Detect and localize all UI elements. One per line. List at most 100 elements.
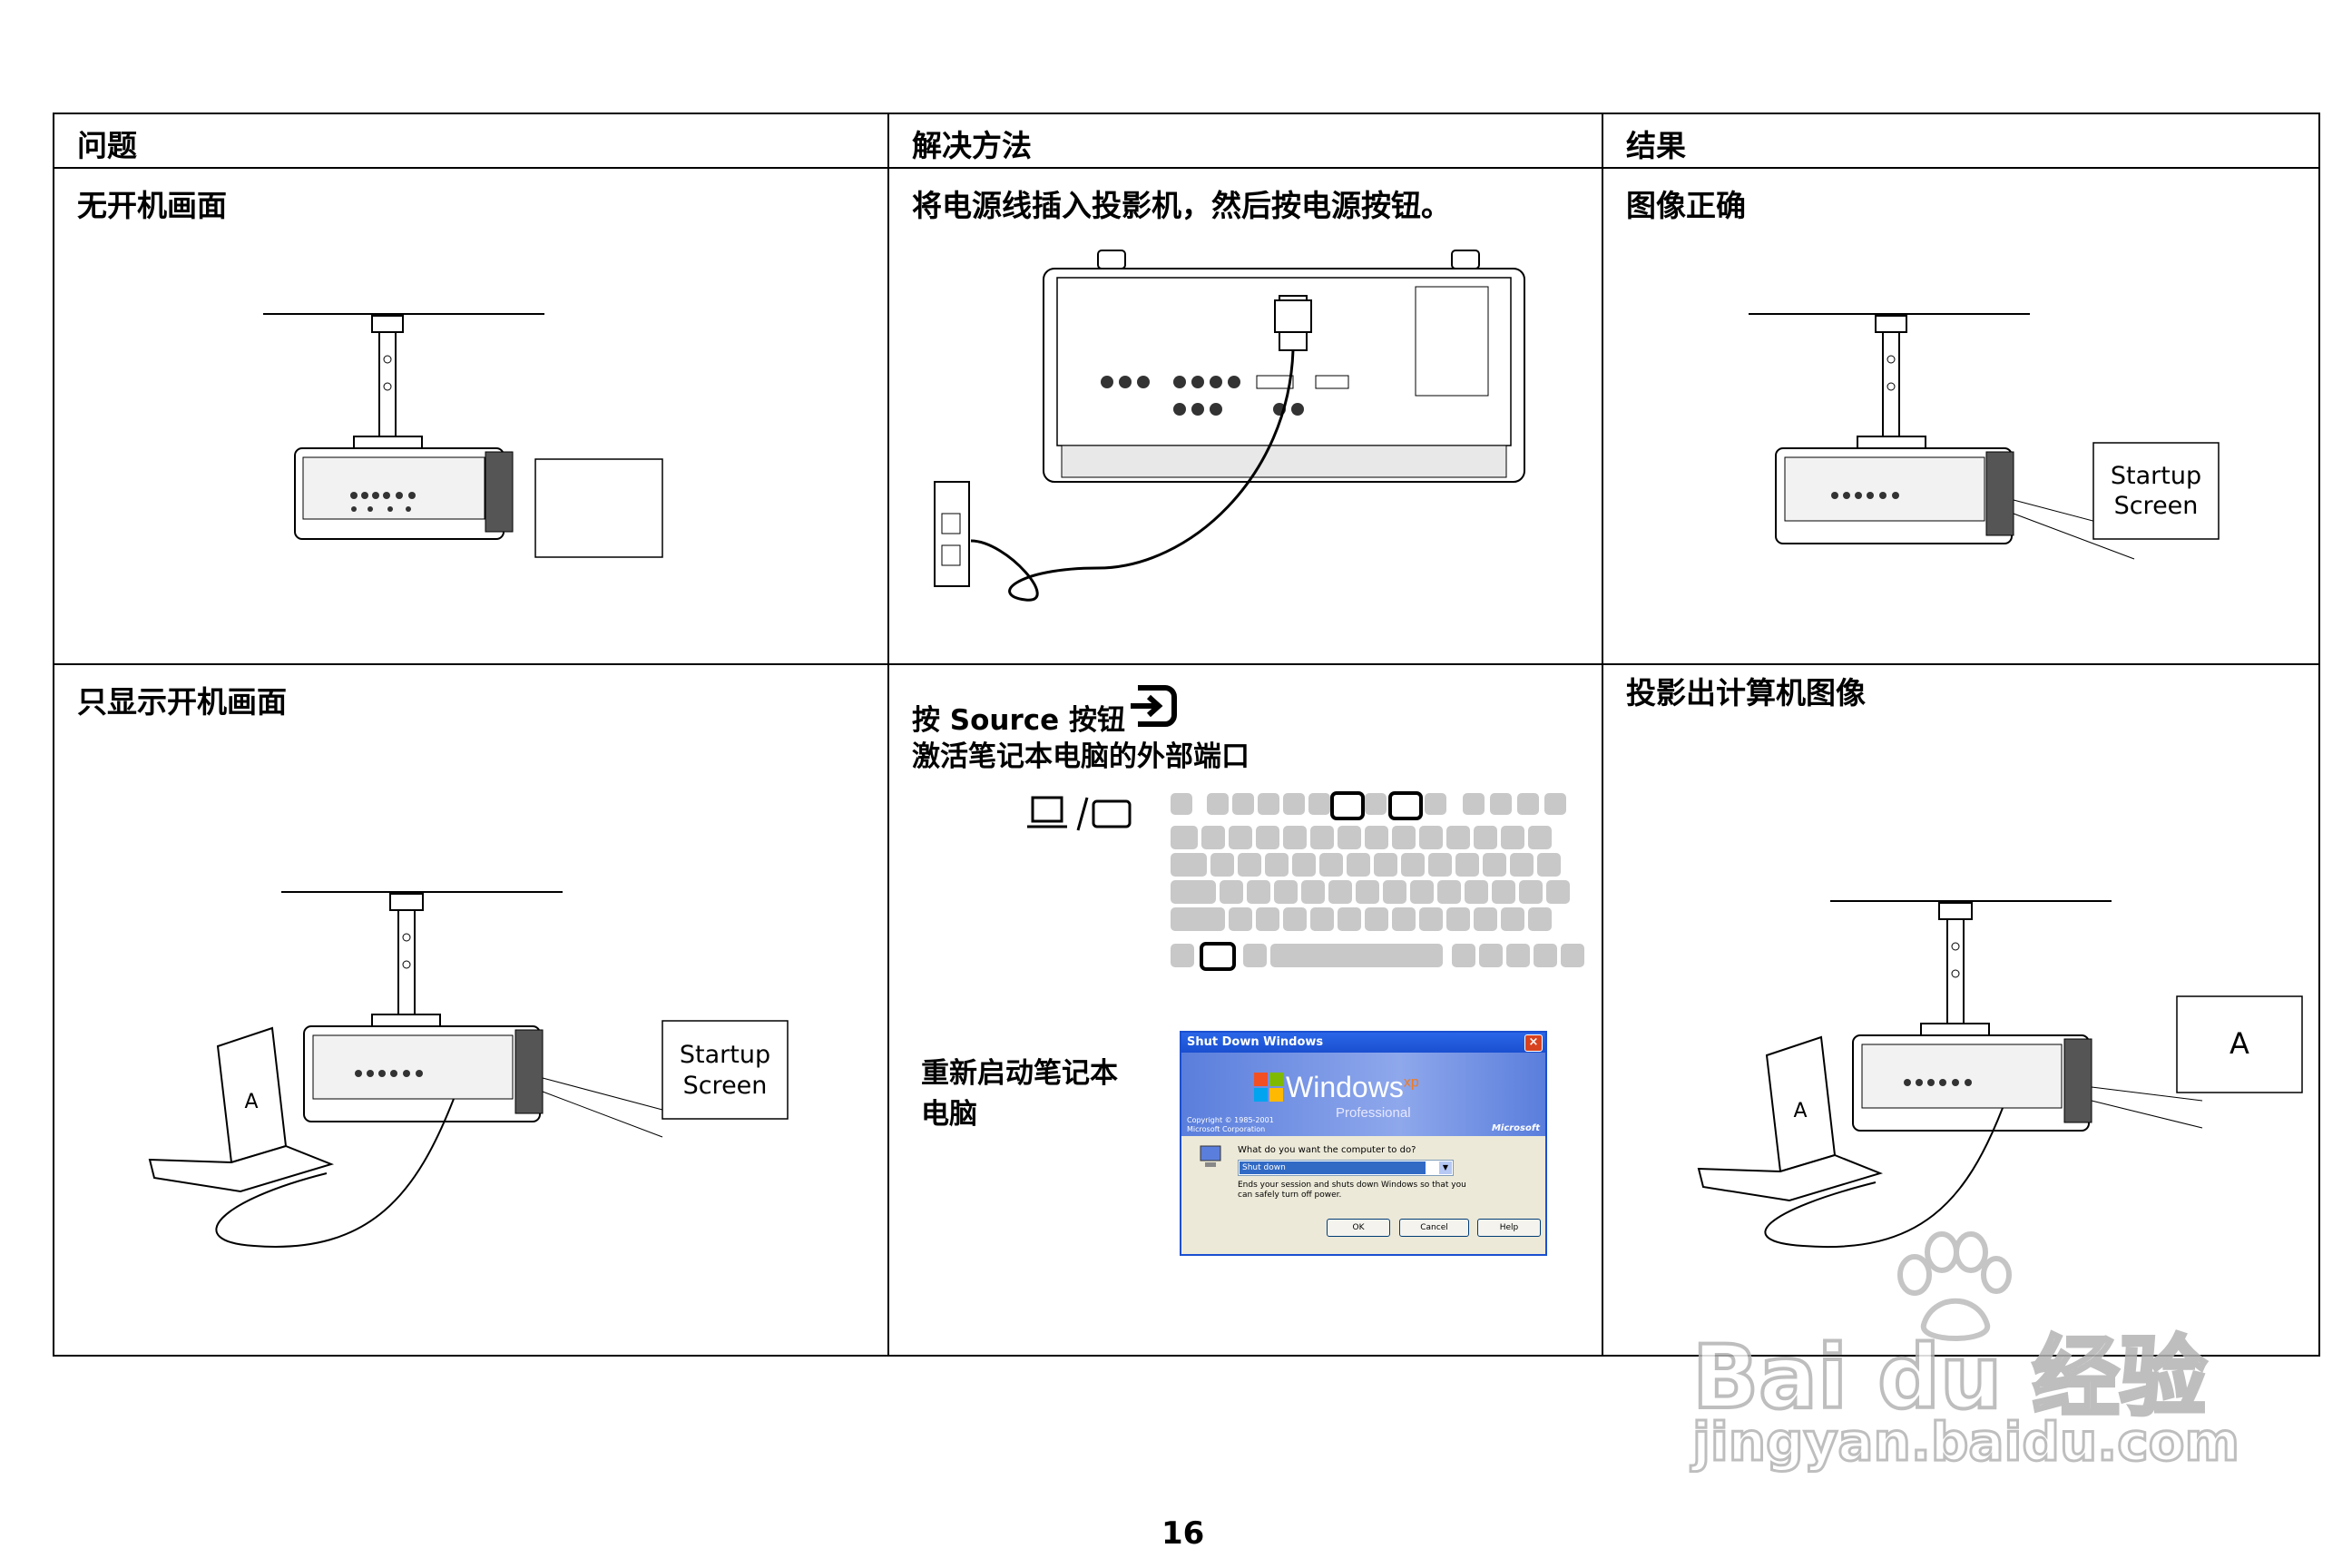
page-number: 16 <box>1161 1515 1205 1552</box>
row1-result-cell: 图像正确 Startup Screen <box>1602 167 2320 665</box>
keyboard-key <box>1171 944 1194 967</box>
row1-problem-text: 无开机画面 <box>77 188 227 223</box>
laptop-monitor-icon <box>1027 796 1132 831</box>
ceiling-projector-blank-illustration <box>263 313 663 558</box>
baidu-watermark: Bai du 经验 jingyan.baidu.com <box>1683 1230 2240 1484</box>
selected-option: Shut down <box>1240 1161 1426 1174</box>
keyboard-key <box>1561 944 1584 967</box>
keyboard-key <box>1528 826 1552 849</box>
keyboard-key <box>1534 944 1557 967</box>
keyboard-key <box>1310 826 1334 849</box>
xp-superscript: xp <box>1403 1074 1419 1091</box>
result-laptop-letter: A <box>1793 1100 1807 1122</box>
keyboard-key <box>1392 907 1416 931</box>
keyboard-key <box>1238 853 1261 877</box>
keyboard-key <box>1428 853 1452 877</box>
dialog-title-bar: Shut Down Windows × <box>1181 1033 1545 1053</box>
keyboard-key <box>1483 853 1506 877</box>
laptop-screen-letter: A <box>244 1091 258 1113</box>
help-button[interactable]: Help <box>1477 1219 1541 1237</box>
keyboard-key <box>1328 880 1352 904</box>
keyboard-key <box>1283 793 1305 815</box>
cancel-button[interactable]: Cancel <box>1399 1219 1469 1237</box>
keyboard-key <box>1171 907 1225 931</box>
keyboard-key <box>1229 826 1252 849</box>
startup-screen-line2: Screen <box>2114 492 2199 520</box>
row1-problem-cell: 无开机画面 <box>53 167 889 665</box>
dialog-description: Ends your session and shuts down Windows… <box>1238 1181 1466 1200</box>
row1-result-text: 图像正确 <box>1626 188 1746 223</box>
keyboard-key <box>1419 826 1443 849</box>
microsoft-brand: Microsoft <box>1491 1123 1540 1133</box>
keyboard-key <box>1437 880 1461 904</box>
source-icon <box>1131 685 1177 727</box>
dialog-title: Shut Down Windows <box>1187 1035 1324 1049</box>
activate-port-instruction: 激活笔记本电脑的外部端口 <box>912 740 1250 773</box>
restart-line2: 电脑 <box>921 1098 977 1131</box>
keyboard-key <box>1510 853 1534 877</box>
keyboard-key <box>1270 944 1443 967</box>
keyboard-key <box>1365 793 1387 815</box>
ok-button[interactable]: OK <box>1327 1219 1390 1237</box>
startup-screen-line1: Startup <box>2111 462 2201 490</box>
keyboard-key <box>1455 853 1479 877</box>
header-problem: 问题 <box>77 128 137 163</box>
keyboard-key <box>1544 793 1566 815</box>
laptop-projector-startup-illustration: Startup Screen A <box>148 891 789 1248</box>
keyboard-key <box>1490 793 1512 815</box>
keyboard-key <box>1479 944 1503 967</box>
keyboard-key <box>1247 880 1270 904</box>
keyboard-key <box>1517 793 1539 815</box>
dialog-question: What do you want the computer to do? <box>1238 1145 1416 1155</box>
row2-problem-cell: 只显示开机画面 Startup Screen A <box>53 663 889 1357</box>
keyboard-key <box>1301 880 1325 904</box>
keyboard-key <box>1256 907 1279 931</box>
power-cord-projector-illustration <box>934 250 1525 602</box>
keyboard-key <box>1452 944 1475 967</box>
keyboard-key <box>1501 907 1524 931</box>
keyboard-key <box>1374 853 1397 877</box>
keyboard-key <box>1537 853 1561 877</box>
keyboard-key <box>1347 853 1370 877</box>
laptop-projector-image-illustration: A A <box>1697 900 2303 1249</box>
row2-solution-cell: 按 Source 按钮 激活笔记本电脑的外部端口 重新启动笔记本 <box>887 663 1603 1357</box>
keyboard-key <box>1492 880 1515 904</box>
header-problem-cell: 问题 <box>53 113 889 169</box>
keyboard-key <box>1171 826 1198 849</box>
keyboard-key <box>1210 853 1234 877</box>
keyboard-key <box>1171 880 1216 904</box>
windows-logo-text: Windows <box>1286 1071 1404 1103</box>
fn-monitor-key-icon <box>1330 791 1365 820</box>
keyboard-key <box>1283 826 1307 849</box>
close-icon[interactable]: × <box>1524 1034 1543 1052</box>
keyboard-key <box>1232 793 1254 815</box>
keyboard-key <box>1356 880 1379 904</box>
paw-icon <box>1897 1231 2012 1341</box>
keyboard-key <box>1410 880 1434 904</box>
row2-result-text: 投影出计算机图像 <box>1626 675 1866 710</box>
restart-line1: 重新启动笔记本 <box>921 1057 1118 1090</box>
keyboard-key <box>1207 793 1229 815</box>
fn-monitor-key-icon-2 <box>1388 791 1423 820</box>
keyboard-key <box>1546 880 1570 904</box>
keyboard-key <box>1319 853 1343 877</box>
keyboard-key <box>1528 907 1552 931</box>
header-solution-cell: 解决方法 <box>887 113 1603 169</box>
keyboard-key <box>1171 853 1207 877</box>
keyboard-key <box>1258 793 1279 815</box>
keyboard-key <box>1501 826 1524 849</box>
fn-key-icon <box>1200 942 1236 971</box>
keyboard-key <box>1220 880 1243 904</box>
keyboard-key <box>1229 907 1252 931</box>
shutdown-option-select[interactable]: Shut down ▼ <box>1238 1160 1454 1176</box>
keyboard-key <box>1519 880 1543 904</box>
keyboard-key <box>1383 880 1406 904</box>
keyboard-key <box>1171 793 1192 815</box>
header-result-cell: 结果 <box>1602 113 2320 169</box>
windows-logo: Windowsxp <box>1286 1071 1419 1104</box>
chevron-down-icon[interactable]: ▼ <box>1439 1161 1452 1174</box>
keyboard-key <box>1338 826 1361 849</box>
keyboard-key <box>1310 907 1334 931</box>
row2-problem-text: 只显示开机画面 <box>77 684 287 720</box>
keyboard-key <box>1419 907 1443 931</box>
